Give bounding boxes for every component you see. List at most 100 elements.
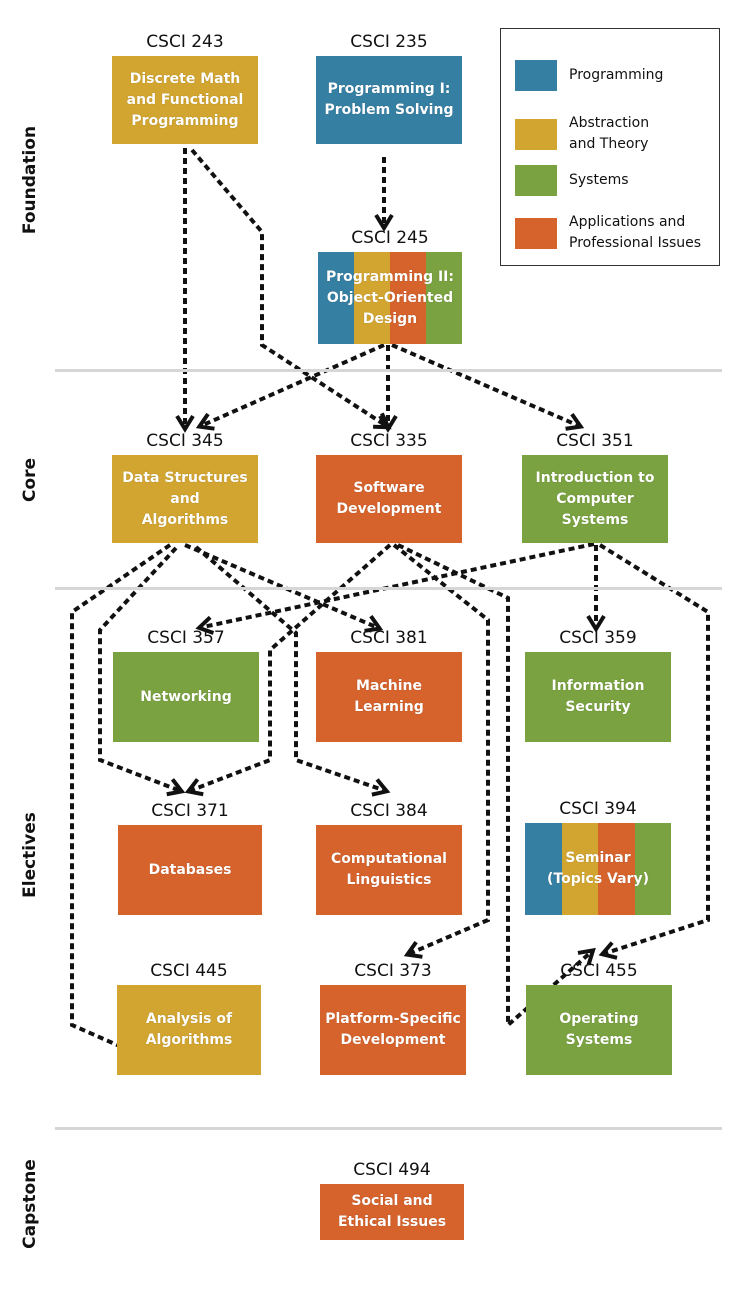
category-stripe-systems (525, 652, 671, 742)
course-box: Data Structures and Algorithms (112, 455, 258, 543)
course-title: Platform-Specific Development (325, 1011, 461, 1048)
prereq-arrowhead-335-to-371 (184, 778, 204, 797)
category-stripe-programming (316, 56, 462, 144)
prereq-arrowhead-245-to-351 (565, 412, 585, 431)
category-stripe-applications (320, 985, 466, 1075)
category-stripes (525, 823, 671, 915)
prereq-arrowhead-243-to-345 (175, 414, 195, 433)
category-stripes (316, 56, 462, 144)
category-stripe-systems (526, 985, 672, 1075)
course-code: CSCI 335 (350, 431, 428, 451)
category-stripe-theory (112, 455, 258, 543)
legend-item-applications: Applications and Professional Issues (515, 212, 701, 254)
course-code: CSCI 371 (151, 801, 229, 821)
course-box: Machine Learning (316, 652, 462, 742)
category-stripe-systems (522, 455, 668, 543)
category-stripes (526, 985, 672, 1075)
prereq-arrowhead-245-to-335 (378, 414, 398, 433)
category-stripes (522, 455, 668, 543)
category-stripe-theory (354, 252, 390, 344)
course-code: CSCI 359 (559, 628, 637, 648)
legend-item-programming: Programming (515, 60, 663, 91)
category-stripes (316, 652, 462, 742)
course-title: Computational Linguistics (331, 851, 447, 888)
category-stripes (112, 455, 258, 543)
course-title: Introduction to Computer Systems (535, 469, 655, 528)
category-stripe-applications (316, 825, 462, 915)
legend-label: Abstraction and Theory (569, 115, 650, 152)
section-divider (55, 1127, 722, 1130)
legend: Programming Abstraction and Theory Syste… (500, 28, 720, 266)
category-stripes (118, 825, 262, 915)
prereq-arrow-245-to-345 (202, 343, 385, 427)
prereq-arrow-345-to-445 (70, 543, 172, 1054)
category-stripe-programming (318, 252, 354, 344)
prereq-arrow-351-to-455 (598, 543, 710, 955)
course-box: Seminar (Topics Vary) (525, 823, 671, 915)
course-box: Operating Systems (526, 985, 672, 1075)
course-title: Operating Systems (559, 1011, 639, 1048)
course-code: CSCI 345 (146, 431, 224, 451)
category-stripe-theory (117, 985, 261, 1075)
course-code: CSCI 394 (559, 799, 637, 819)
prereq-arrow-351-to-357 (202, 542, 595, 629)
course-box: Discrete Math and Functional Programming (112, 56, 258, 144)
category-stripe-systems (634, 823, 671, 915)
legend-label: Systems (569, 172, 629, 188)
course-title: Social and Ethical Issues (337, 1193, 447, 1230)
section-divider (55, 587, 722, 590)
course-code: CSCI 445 (150, 961, 228, 981)
prereq-arrowhead-335-to-373 (403, 940, 423, 959)
course-title: Software Development (336, 480, 442, 517)
course-box: Databases (118, 825, 262, 915)
course-title: Programming I: Problem Solving (324, 81, 454, 118)
prereq-arrow-345-to-384 (194, 545, 384, 792)
category-stripes (320, 1184, 464, 1240)
course-box: Computational Linguistics (316, 825, 462, 915)
course-code: CSCI 357 (147, 628, 225, 648)
course-title: Discrete Math and Functional Programming (126, 70, 244, 129)
legend-swatch-programming (515, 60, 557, 91)
category-stripe-systems (426, 252, 462, 344)
course-title: Information Security (551, 678, 645, 715)
prereq-arrowhead-345-to-381 (364, 614, 384, 633)
legend-label: Applications and Professional Issues (569, 214, 702, 251)
legend-swatch-theory (515, 118, 557, 150)
category-stripe-applications (390, 252, 426, 344)
category-stripe-programming (525, 823, 562, 915)
prereq-arrowhead-335-to-455 (577, 947, 596, 966)
course-code: CSCI 245 (351, 228, 429, 248)
course-box: Networking (113, 652, 259, 742)
prereq-arrowhead-351-to-359 (586, 614, 606, 633)
course-box: Analysis of Algorithms (117, 985, 261, 1075)
legend-swatch-systems (515, 165, 557, 196)
category-stripes (316, 455, 462, 543)
course-box: Platform-Specific Development (320, 985, 466, 1075)
course-code: CSCI 384 (350, 801, 428, 821)
prereq-arrowhead-235-to-245 (374, 213, 394, 232)
category-stripes (525, 652, 671, 742)
prereq-arrow-335-to-371 (191, 543, 392, 792)
category-stripe-applications (118, 825, 262, 915)
course-code: CSCI 243 (146, 32, 224, 52)
category-stripes (320, 985, 466, 1075)
course-title: Machine Learning (354, 678, 424, 715)
category-stripe-applications (320, 1184, 464, 1240)
course-box: Social and Ethical Issues (320, 1184, 464, 1240)
category-stripe-applications (316, 652, 462, 742)
